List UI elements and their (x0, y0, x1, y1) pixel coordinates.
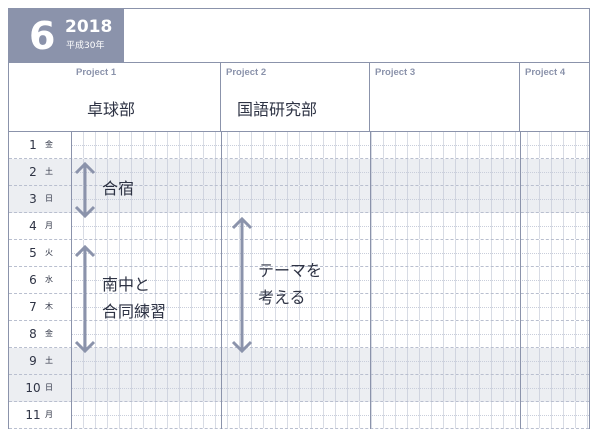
project-label: Project 3 (375, 67, 416, 78)
body-top-divider (9, 131, 589, 132)
note-practice-line2: 合同練習 (102, 302, 167, 321)
project-column-4: Project 4 (520, 63, 589, 131)
day-number: 6 (29, 273, 37, 287)
grid-midline (71, 145, 589, 146)
month-header: 6 2018 平成30年 (9, 9, 124, 62)
project-title: 卓球部 (87, 100, 136, 119)
project-label: Project 1 (76, 67, 117, 78)
day-number: 3 (29, 192, 37, 206)
note-camp: 合宿 (102, 179, 135, 198)
weekday-label: 日 (45, 383, 53, 392)
day-number: 8 (29, 327, 37, 341)
grid-midline (71, 307, 589, 308)
weekday-label: 土 (45, 356, 53, 365)
double-arrow-icon (74, 244, 96, 354)
double-arrow-icon (231, 216, 253, 354)
month-number: 6 (29, 14, 56, 58)
day-row: 11 月 (9, 402, 589, 429)
weekday-label: 土 (45, 167, 53, 176)
project-label: Project 2 (226, 67, 267, 78)
note-theme-line1: テーマを (258, 261, 323, 280)
project-column-3: Project 3 (370, 63, 520, 131)
column-divider (370, 131, 371, 429)
weekday-label: 水 (45, 275, 53, 284)
weekday-label: 木 (45, 302, 53, 311)
day-number: 4 (29, 219, 37, 233)
day-number: 9 (29, 354, 37, 368)
grid-midline (71, 199, 589, 200)
project-column-2: Project 2 国語研究部 (221, 63, 370, 131)
day-number: 11 (25, 408, 41, 422)
weekday-label: 月 (45, 221, 53, 230)
weekday-label: 日 (45, 194, 53, 203)
weekday-label: 火 (45, 248, 53, 257)
weekday-label: 金 (45, 140, 53, 149)
grid-midline (71, 334, 589, 335)
double-arrow-icon (74, 161, 96, 219)
project-label: Project 4 (525, 67, 566, 78)
project-column-1: Project 1 卓球部 (71, 63, 221, 131)
grid-midline (71, 361, 589, 362)
day-row: 10 日 (9, 375, 589, 402)
column-divider (71, 131, 72, 429)
grid-midline (71, 172, 589, 173)
day-number: 10 (25, 381, 41, 395)
day-number: 1 (29, 138, 37, 152)
day-number: 7 (29, 300, 37, 314)
grid-midline (71, 415, 589, 416)
grid-midline (71, 388, 589, 389)
note-theme-line2: 考える (258, 288, 306, 307)
planner-sheet: 6 2018 平成30年 Project 1 卓球部 Project 2 国語研… (8, 8, 590, 429)
column-divider (520, 131, 521, 429)
era-label: 平成30年 (66, 41, 105, 51)
weekday-label: 月 (45, 410, 53, 419)
project-title: 国語研究部 (237, 100, 318, 119)
header-divider (9, 62, 589, 63)
grid-midline (71, 253, 589, 254)
grid-midline (71, 226, 589, 227)
column-divider (221, 131, 222, 429)
year-label: 2018 (65, 17, 113, 37)
grid-midline (71, 280, 589, 281)
weekday-label: 金 (45, 329, 53, 338)
day-number: 2 (29, 165, 37, 179)
note-practice-line1: 南中と (102, 275, 151, 294)
day-number: 5 (29, 246, 37, 260)
